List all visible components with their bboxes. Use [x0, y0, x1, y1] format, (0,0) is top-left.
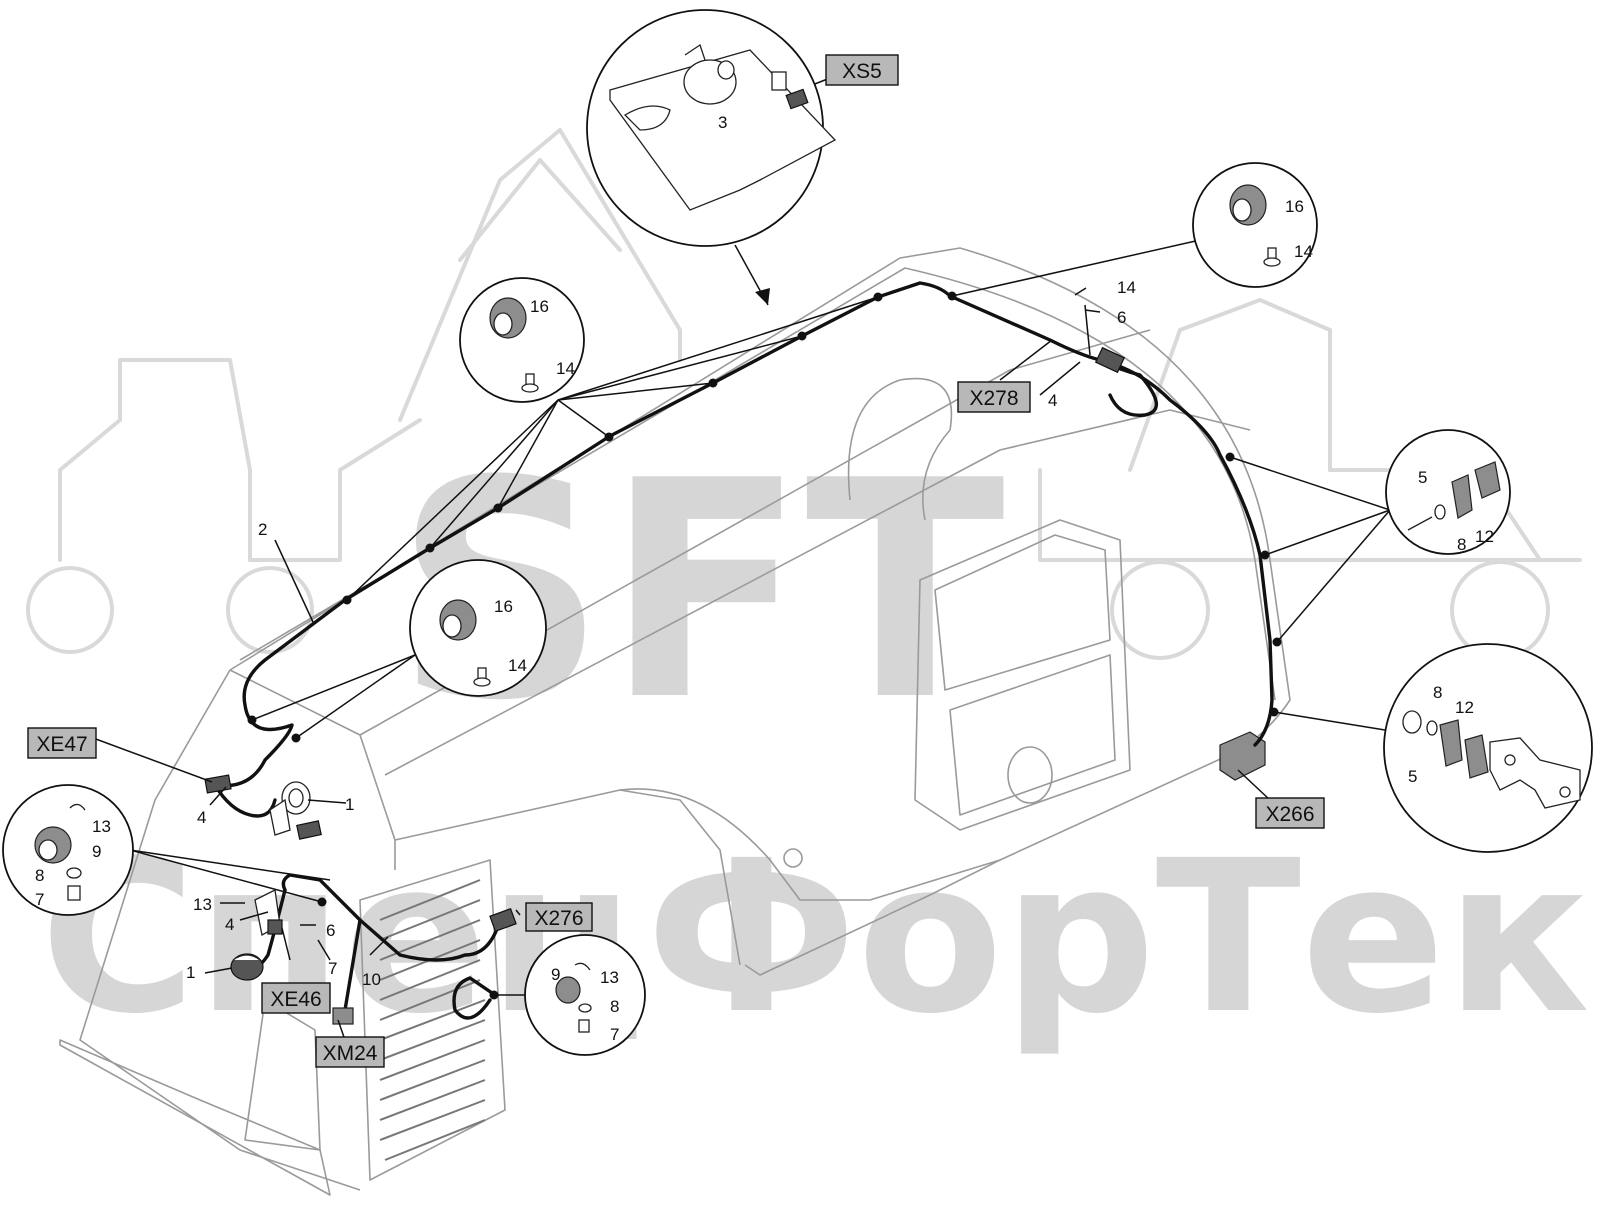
detail-view-clamp-right-upper — [1385, 429, 1511, 555]
label-part-7-bottom: 7 — [610, 1025, 619, 1044]
label-part-8-right-lower: 8 — [1433, 683, 1442, 702]
label-part-14-upper-left: 14 — [556, 359, 575, 378]
label-part-14-hood: 14 — [1117, 278, 1136, 297]
connector-body-xe47 — [204, 774, 232, 794]
label-part-9-left: 9 — [92, 842, 101, 861]
label-part-12-right-lower: 12 — [1455, 698, 1474, 717]
front-reflector — [296, 820, 322, 840]
label-part-3: 3 — [718, 113, 727, 132]
label-part-4-hood: 4 — [1048, 391, 1057, 410]
work-light-front — [269, 781, 311, 836]
label-part-13-bottom: 13 — [600, 968, 619, 987]
harness-branch-loop — [452, 976, 497, 1020]
tag-x266: X266 — [1255, 797, 1325, 829]
label-part-7-lower-left: 7 — [328, 959, 337, 978]
machine-hood-body — [59, 247, 1291, 1196]
label-part-4-front: 4 — [197, 808, 206, 827]
detail-view-clip-mid-left — [409, 559, 547, 697]
label-part-8-left: 8 — [35, 866, 44, 885]
detail-view-xs5-bracket — [586, 9, 837, 247]
detail-view-clip-bottom — [524, 934, 646, 1056]
label-part-7-left: 7 — [35, 890, 44, 909]
label-part-14-top-right: 14 — [1294, 242, 1313, 261]
label-part-8-bottom: 8 — [610, 997, 619, 1016]
label-part-16-upper-left: 16 — [530, 297, 549, 316]
connector-body-x276 — [489, 907, 517, 933]
label-part-16-mid-left: 16 — [494, 597, 513, 616]
tag-x276: X276 — [525, 902, 593, 932]
arrow-head-xs5 — [755, 288, 770, 305]
label-part-1-lower-left: 1 — [186, 963, 195, 982]
tag-xe46-label: XE46 — [270, 988, 321, 1011]
label-part-1-front: 1 — [345, 795, 354, 814]
tag-xm24: XM24 — [315, 1036, 385, 1068]
label-part-13-lower-left: 13 — [193, 895, 212, 914]
detail-view-clip-top-right — [1192, 162, 1318, 288]
work-light-lower — [230, 953, 264, 981]
part-number-labels: 3 16 14 14 6 4 16 14 2 16 14 5 8 12 8 12… — [35, 113, 1494, 1044]
label-part-4-lower-left: 4 — [225, 915, 234, 934]
detail-view-clip-left — [2, 784, 134, 916]
tag-x278: X278 — [957, 381, 1031, 413]
connector-body-xm24 — [332, 1007, 354, 1025]
tag-x276-label: X276 — [534, 907, 583, 930]
label-part-9-bottom: 9 — [551, 965, 560, 984]
harness-branch-xm24 — [343, 918, 362, 1012]
tag-xs5-label: XS5 — [842, 60, 882, 83]
tag-xe46: XE46 — [261, 982, 331, 1014]
tag-xs5: XS5 — [825, 54, 899, 86]
tag-x266-label: X266 — [1265, 803, 1314, 826]
label-part-16-top-right: 16 — [1285, 197, 1304, 216]
radiator-grille — [379, 879, 486, 1161]
label-part-5-right-lower: 5 — [1408, 767, 1417, 786]
connector-tags: XS5 X278 XE47 X266 X276 XE46 XM24 — [27, 54, 1325, 1068]
harness-branch-x278 — [1098, 358, 1158, 418]
label-part-12-right-upper: 12 — [1475, 527, 1494, 546]
label-part-13-left: 13 — [92, 817, 111, 836]
leader-lines — [84, 77, 1391, 1041]
label-part-5-right-upper: 5 — [1418, 468, 1427, 487]
harness-branch-front-left — [281, 873, 502, 962]
label-part-10: 10 — [362, 970, 381, 989]
tag-x278-label: X278 — [969, 387, 1018, 410]
connector-body-x278 — [1094, 346, 1126, 374]
tag-xe47: XE47 — [27, 727, 97, 759]
label-part-14-mid-left: 14 — [508, 656, 527, 675]
label-part-2: 2 — [258, 520, 267, 539]
detail-view-clamp-right-lower — [1383, 643, 1593, 853]
tag-xe47-label: XE47 — [36, 733, 87, 756]
label-part-6-lower-left: 6 — [326, 921, 335, 940]
label-part-6-hood: 6 — [1117, 308, 1126, 327]
detail-view-clip-upper-left — [459, 277, 585, 403]
tag-xm24-label: XM24 — [323, 1042, 378, 1065]
label-part-8-right-upper: 8 — [1457, 535, 1466, 554]
